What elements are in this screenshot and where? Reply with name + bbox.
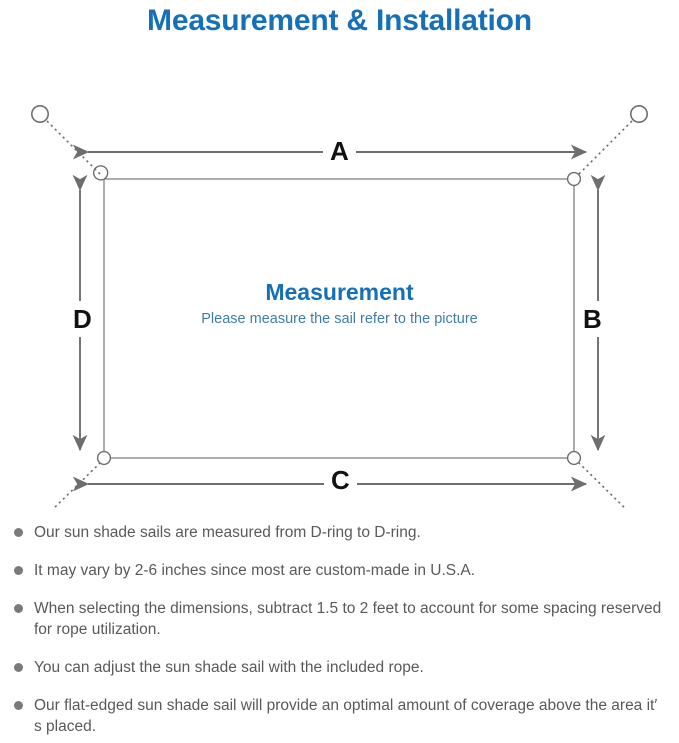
d-ring-icon-top-right [566,171,582,187]
list-item: It may vary by 2-6 inches since most are… [10,560,665,581]
note-text: Our flat-edged sun shade sail will provi… [34,697,658,735]
note-text: Our sun shade sails are measured from D-… [34,524,421,541]
d-ring-icon-bottom-right [566,450,582,466]
list-item: Our flat-edged sun shade sail will provi… [10,695,665,737]
bullet-icon [14,701,23,710]
note-text: You can adjust the sun shade sail with t… [34,659,424,676]
dimension-label-b: B [580,301,605,337]
list-item: Our sun shade sails are measured from D-… [10,522,665,543]
anchor-point-top-left [30,105,49,124]
sail-rectangle [103,178,575,459]
list-item: You can adjust the sun shade sail with t… [10,657,665,678]
bullet-icon [14,528,23,537]
dimension-label-a: A [323,137,356,165]
dimension-label-c: C [324,466,357,494]
dimension-label-d: D [70,301,95,337]
anchor-point-top-right [629,105,648,124]
bullet-icon [14,566,23,575]
notes-list: Our sun shade sails are measured from D-… [0,508,679,737]
bullet-icon [14,663,23,672]
rope-line-bottom-right [578,462,627,508]
rope-line-bottom-left [52,462,101,508]
d-ring-icon-top-left [93,165,109,181]
list-item: When selecting the dimensions, subtract … [10,598,665,640]
measurement-diagram: A B C D Measurement Please measure the s… [0,38,679,508]
note-text: When selecting the dimensions, subtract … [34,600,662,638]
diagram-svg [30,105,648,508]
rope-line-top-right [578,120,633,175]
page-title: Measurement & Installation [147,4,532,37]
note-text: It may vary by 2-6 inches since most are… [34,562,476,579]
bullet-icon [14,604,23,613]
rope-line-top-left [46,120,101,175]
d-ring-icon-bottom-left [96,450,112,466]
